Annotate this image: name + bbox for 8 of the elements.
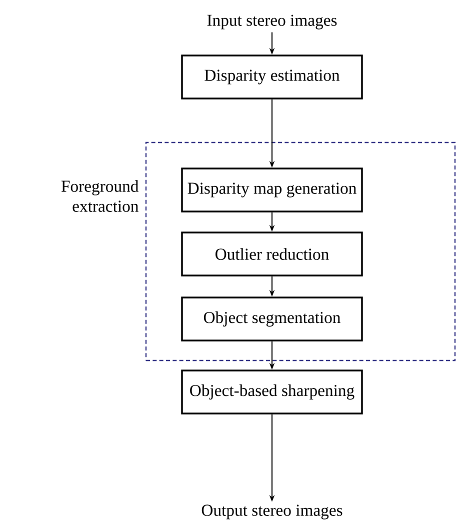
process-box: Object segmentation	[181, 296, 363, 342]
process-box: Object-based sharpening	[181, 370, 363, 414]
process-box: Outlier reduction	[181, 232, 363, 276]
process-box: Disparity map generation	[181, 168, 363, 212]
io-label: Output stereo images	[202, 504, 342, 520]
group-heading: Foreground extraction	[61, 180, 139, 212]
process-box: Disparity estimation	[181, 54, 363, 100]
io-label: Input stereo images	[207, 14, 337, 30]
